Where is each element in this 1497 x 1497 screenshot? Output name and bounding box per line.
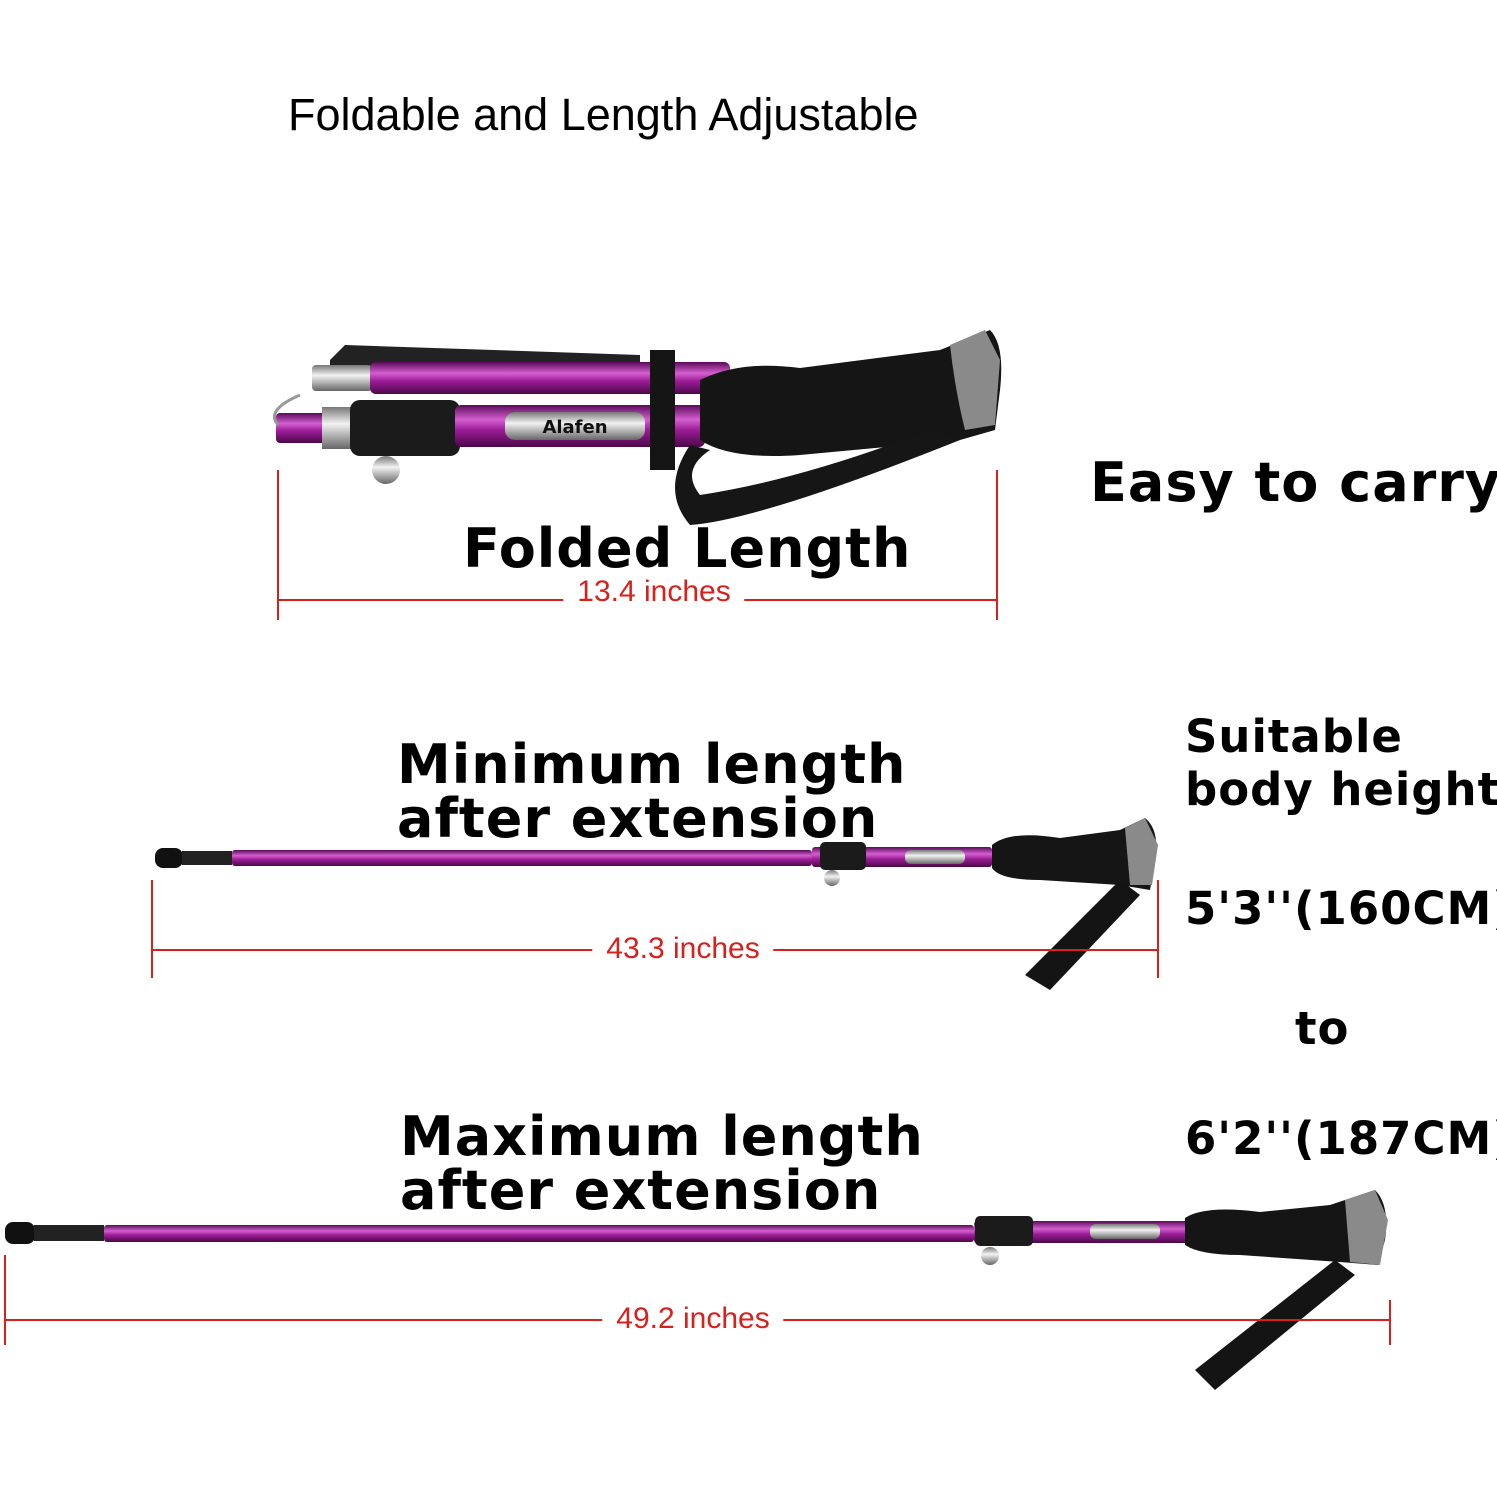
maximum-label-line1: Maximum length <box>400 1105 924 1168</box>
minimum-label-line2: after extension <box>397 787 879 850</box>
body-height-label-line1: Suitable <box>1185 710 1403 763</box>
folded-length-label: Folded Length <box>463 517 912 580</box>
body-height-max: 6'2''(187CM) <box>1185 1112 1497 1165</box>
minimum-pole <box>155 818 1158 990</box>
maximum-measurement: 49.2 inches <box>602 1304 784 1334</box>
body-height-label-line2: body height <box>1185 763 1497 816</box>
body-height-min: 5'3''(160CM) <box>1185 882 1497 935</box>
minimum-measurement: 43.3 inches <box>592 934 774 964</box>
folded-pole: Alafen <box>273 330 1002 525</box>
minimum-label-line1: Minimum length <box>397 733 907 796</box>
maximum-label-line2: after extension <box>400 1159 882 1222</box>
folded-measurement: 13.4 inches <box>563 577 745 607</box>
page-title: Foldable and Length Adjustable <box>288 89 919 140</box>
body-height-connector: to <box>1295 1002 1350 1055</box>
easy-to-carry-label: Easy to carry <box>1090 451 1497 514</box>
svg-text:Alafen: Alafen <box>542 417 607 438</box>
maximum-pole <box>5 1190 1388 1390</box>
